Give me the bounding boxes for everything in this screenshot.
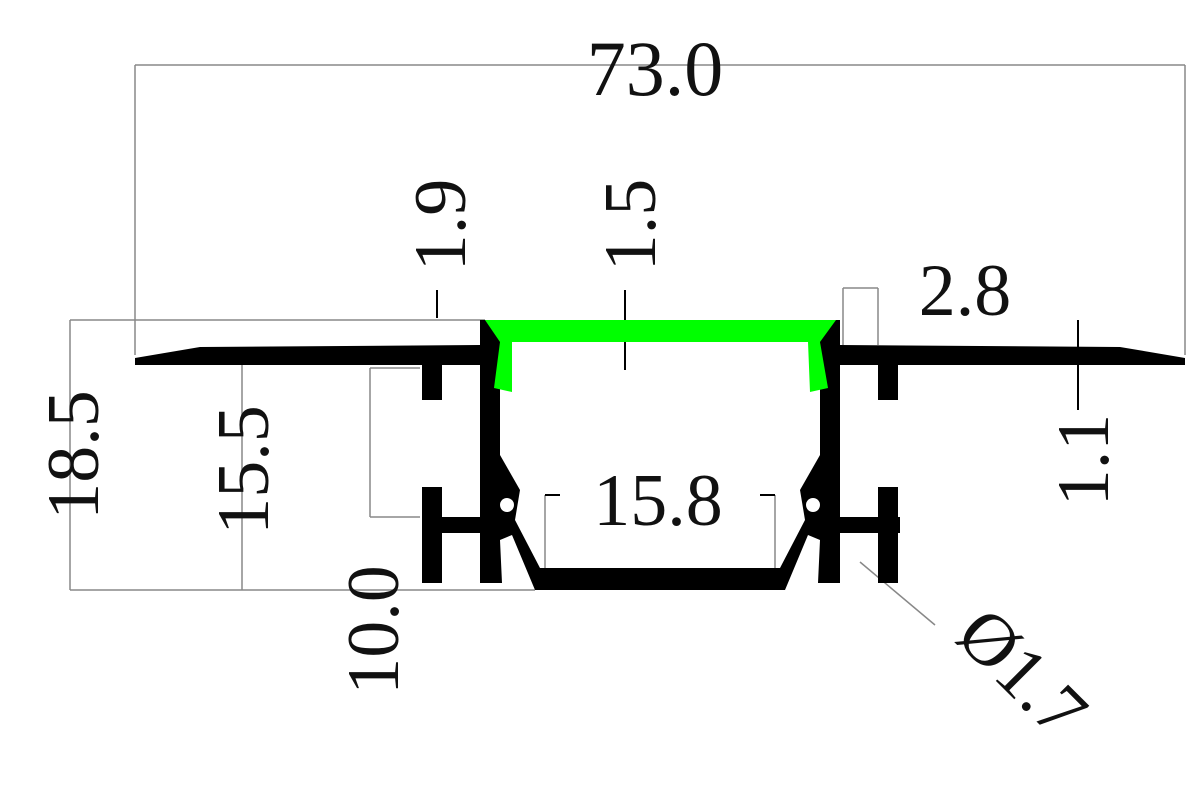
dim-flange-thickness: 1.1 bbox=[1043, 414, 1125, 507]
dim-wall-left: 1.9 bbox=[400, 179, 482, 272]
aluminium-profile bbox=[135, 320, 1185, 590]
dim-inner-bottom-width: 15.8 bbox=[593, 460, 723, 542]
dim-diffuser-thickness: 1.5 bbox=[590, 179, 672, 272]
dim-flange-to-bottom: 15.5 bbox=[203, 405, 285, 535]
dim-screw-hole: Ø1.7 bbox=[941, 592, 1102, 753]
dim-total-height: 18.5 bbox=[33, 390, 115, 520]
dim-clip-width: 2.8 bbox=[919, 250, 1012, 332]
diffuser-cover bbox=[485, 320, 836, 392]
dim-overall-width: 73.0 bbox=[587, 25, 724, 112]
dim-leg-height: 10.0 bbox=[333, 565, 415, 695]
